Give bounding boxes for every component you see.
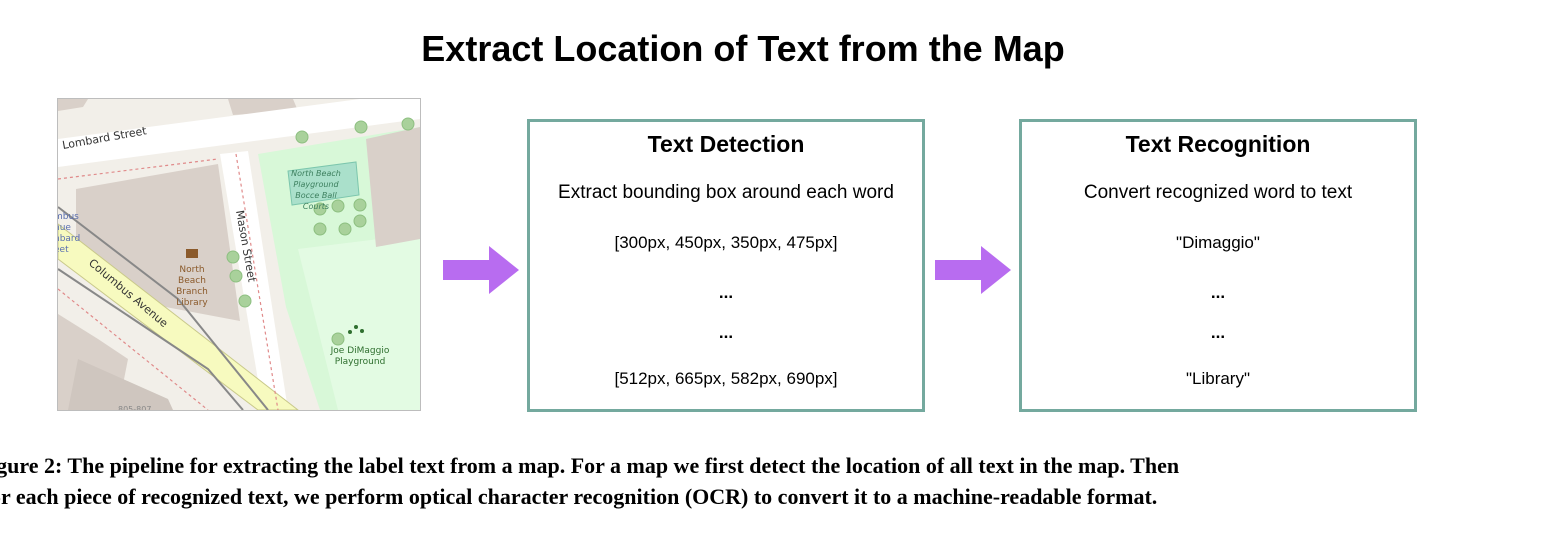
text-detection-title: Text Detection xyxy=(647,131,805,157)
library-icon xyxy=(186,249,198,258)
text-recognition-description: Convert recognized word to text xyxy=(1083,182,1353,203)
label-library: North Beach Branch Library xyxy=(176,265,208,308)
caption-line-1: igure 2: The pipeline for extracting the… xyxy=(0,453,1180,478)
diagram-title: Extract Location of Text from the Map xyxy=(421,28,1065,69)
svg-text:Courts: Courts xyxy=(303,202,329,211)
svg-text:Playground: Playground xyxy=(335,357,386,367)
svg-text:eet: eet xyxy=(58,245,69,255)
map-image: Lombard Street Mason Street Columbus Ave… xyxy=(57,98,421,411)
svg-text:nbard: nbard xyxy=(58,234,80,244)
ellipsis-line: ... xyxy=(1210,323,1226,342)
ellipsis-line: ... xyxy=(718,323,734,342)
ellipsis-line: ... xyxy=(1210,283,1226,302)
svg-text:Joe DiMaggio: Joe DiMaggio xyxy=(330,346,390,356)
playground-icon xyxy=(348,325,364,334)
recognized-word-line: "Dimaggio" xyxy=(1176,233,1260,252)
text-recognition-box: Text Recognition Convert recognized word… xyxy=(1019,119,1417,412)
label-address: 805-807 xyxy=(118,405,151,410)
svg-text:Beach: Beach xyxy=(178,276,206,286)
arrow-right-icon xyxy=(935,246,1011,294)
arrow-right-icon xyxy=(443,246,519,294)
map-illustration: Lombard Street Mason Street Columbus Ave… xyxy=(58,99,420,410)
text-recognition-title: Text Recognition xyxy=(1125,131,1311,157)
label-joe-dimaggio-playground: Joe DiMaggio Playground xyxy=(330,346,390,367)
svg-text:North Beach: North Beach xyxy=(291,169,341,178)
figure-caption: igure 2: The pipeline for extracting the… xyxy=(0,450,1548,512)
bbox-line: [300px, 450px, 350px, 475px] xyxy=(614,233,838,252)
svg-text:mbus: mbus xyxy=(58,212,79,222)
arrow-shape xyxy=(935,246,1011,294)
svg-text:nue: nue xyxy=(58,223,71,233)
svg-text:Branch: Branch xyxy=(176,287,208,297)
svg-text:North: North xyxy=(179,265,204,275)
text-detection-box: Text Detection Extract bounding box arou… xyxy=(527,119,925,412)
bbox-line: [512px, 665px, 582px, 690px] xyxy=(614,369,838,388)
label-bocce-courts: North Beach Playground Bocce Ball Courts xyxy=(291,169,341,211)
label-partial-left: mbus nue nbard eet xyxy=(58,212,80,255)
arrow-shape xyxy=(443,246,519,294)
svg-text:Library: Library xyxy=(176,298,208,308)
caption-line-2: or each piece of recognized text, we per… xyxy=(0,484,1158,509)
svg-text:Bocce Ball: Bocce Ball xyxy=(295,191,337,200)
recognized-word-line: "Library" xyxy=(1185,369,1251,388)
ellipsis-line: ... xyxy=(718,283,734,302)
text-detection-description: Extract bounding box around each word xyxy=(558,182,894,203)
svg-text:Playground: Playground xyxy=(293,180,339,189)
